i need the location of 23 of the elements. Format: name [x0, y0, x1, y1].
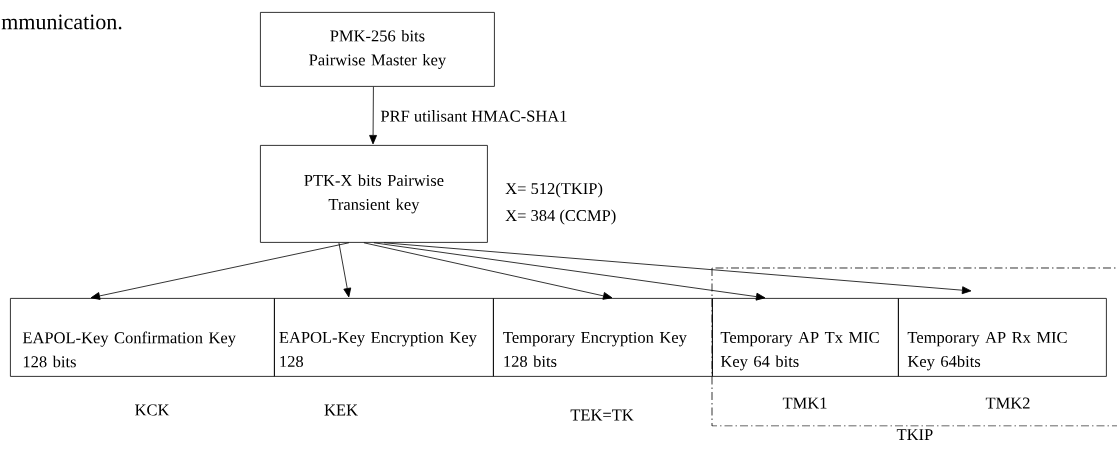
key-box: Temporary Encryption Key 128 bits: [493, 298, 713, 377]
key-box: PTK-X bits Pairwise Transient key: [260, 145, 488, 243]
note-text: X= 384 (CCMP): [505, 209, 616, 225]
key-abbreviation: KEK: [324, 404, 358, 416]
arrow: [383, 242, 972, 295]
arrow: [338, 242, 352, 298]
note-text: mmunication.: [1, 14, 122, 30]
key-box: EAPOL-Key Confirmation Key 128 bits: [10, 298, 275, 377]
key-abbreviation: TEK=TK: [570, 409, 634, 421]
key-box: PMK-256 bits Pairwise Master key: [260, 12, 495, 87]
key-box: Temporary AP Rx MIC Key 64bits: [898, 298, 1107, 377]
key-abbreviation: KCK: [135, 404, 170, 416]
note-text: X= 512(TKIP): [505, 182, 603, 198]
arrow: [369, 86, 377, 145]
arrow: [373, 242, 766, 301]
arrow: [363, 242, 613, 300]
arrow: [90, 242, 350, 300]
key-abbreviation: TMK1: [782, 397, 827, 409]
edge-label: PRF utilisant HMAC-SHA1: [380, 110, 567, 122]
key-abbreviation: TMK2: [985, 397, 1030, 409]
key-box: EAPOL-Key Encryption Key 128: [274, 298, 494, 377]
node-label: TKIP: [896, 429, 933, 440]
key-box: Temporary AP Tx MIC Key 64 bits: [712, 298, 899, 377]
